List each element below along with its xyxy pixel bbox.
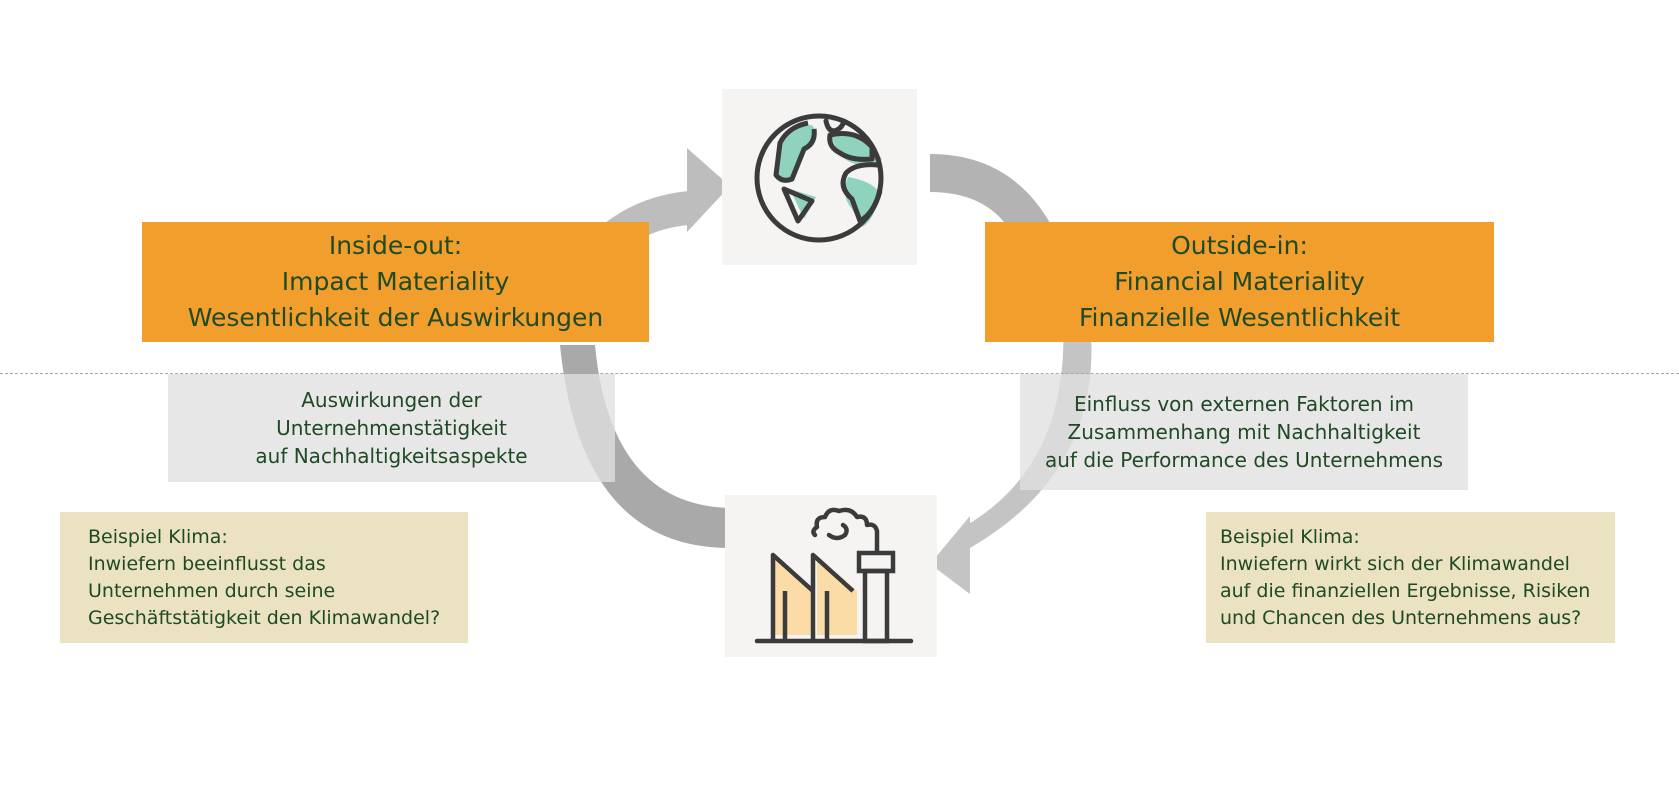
outside-in-subtitle-de: Finanzielle Wesentlichkeit xyxy=(1078,303,1401,332)
outside-in-subtitle-en: Financial Materiality xyxy=(1114,267,1365,296)
right-description-line: Einfluss von externen Faktoren im xyxy=(1073,392,1414,416)
left-example-line: Unternehmen durch seine xyxy=(88,579,336,602)
factory-icon xyxy=(754,507,914,644)
inside-out-box: Inside-out: Impact Materiality Wesentlic… xyxy=(142,222,649,342)
inside-out-subtitle-en: Impact Materiality xyxy=(281,267,510,296)
left-example-line: Inwiefern beeinflusst das xyxy=(88,552,326,575)
outside-in-box: Outside-in: Financial Materiality Finanz… xyxy=(985,222,1494,342)
right-description-box: Einfluss von externen Faktoren im Zusamm… xyxy=(1020,374,1468,490)
arrow-to-factory-head xyxy=(930,516,970,594)
arrow-from-globe xyxy=(930,154,1050,230)
left-description-line: auf Nachhaltigkeitsaspekte xyxy=(255,444,528,468)
arrow-to-globe-head xyxy=(687,148,730,232)
right-example-label: Beispiel Klima: xyxy=(1220,525,1360,548)
left-example-label: Beispiel Klima: xyxy=(88,525,228,548)
factory-tile xyxy=(725,495,937,657)
left-description-box: Auswirkungen der Unternehmenstätigkeit a… xyxy=(168,374,615,482)
right-description-line: Zusammenhang mit Nachhaltigkeit xyxy=(1067,420,1421,444)
inside-out-heading: Inside-out: xyxy=(328,231,463,260)
left-description-line: Unternehmenstätigkeit xyxy=(276,416,507,440)
outside-in-heading: Outside-in: xyxy=(1171,231,1308,260)
globe-icon xyxy=(754,113,884,243)
right-example-box: Beispiel Klima: Inwiefern wirkt sich der… xyxy=(1206,512,1615,643)
left-example-box: Beispiel Klima: Inwiefern beeinflusst da… xyxy=(60,512,468,643)
globe-tile xyxy=(722,89,917,265)
left-example-line: Geschäftstätigkeit den Klimawandel? xyxy=(88,606,441,629)
left-description-line: Auswirkungen der xyxy=(301,388,482,412)
divider-line xyxy=(0,373,1679,374)
right-description-line: auf die Performance des Unternehmens xyxy=(1045,448,1443,472)
right-example-line: und Chancen des Unternehmens aus? xyxy=(1220,606,1582,629)
inside-out-subtitle-de: Wesentlichkeit der Auswirkungen xyxy=(187,303,604,332)
right-example-line: auf die finanziellen Ergebnisse, Risiken xyxy=(1220,579,1591,602)
right-example-line: Inwiefern wirkt sich der Klimawandel xyxy=(1220,552,1570,575)
